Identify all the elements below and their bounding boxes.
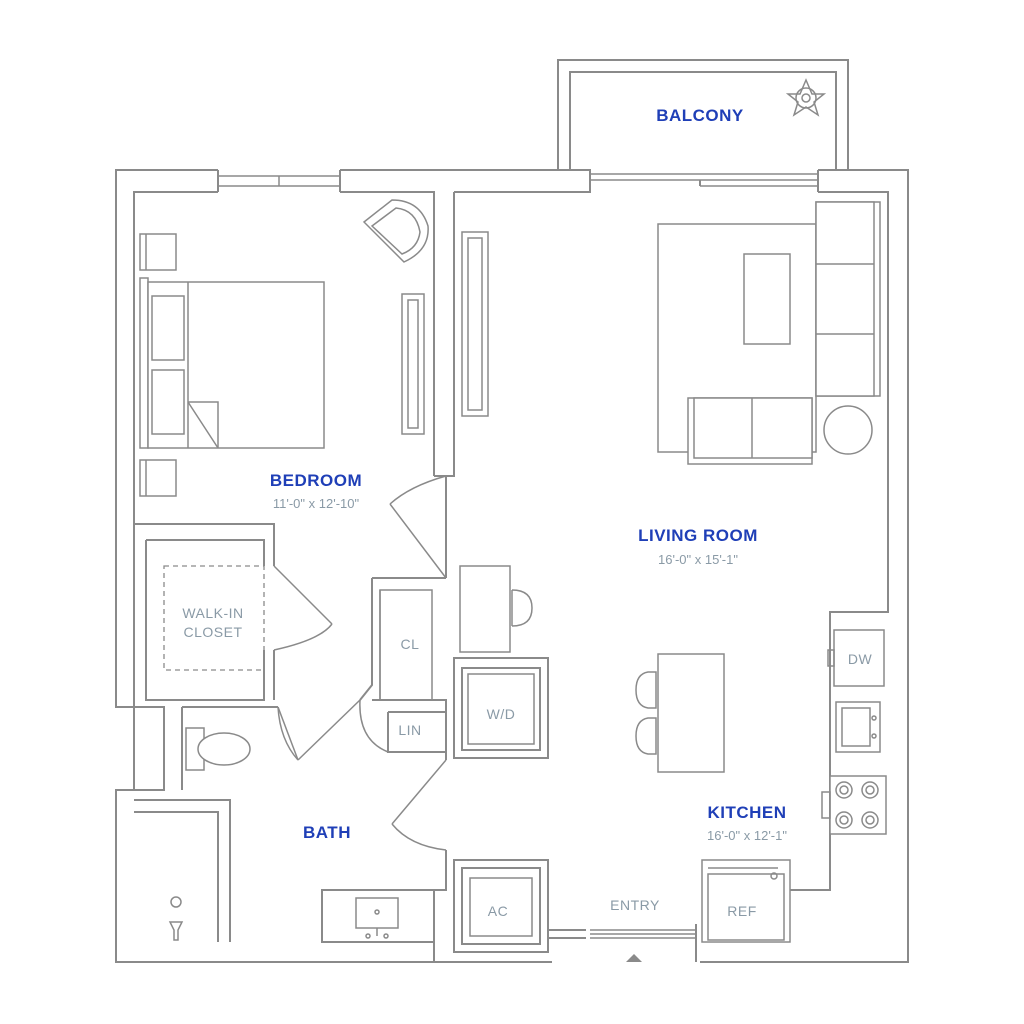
- sofa: [815, 201, 881, 397]
- nightstands: [139, 233, 177, 497]
- sink-icon: [835, 701, 881, 753]
- stove-icon: [821, 775, 887, 835]
- room-dims-living: 16'-0" x 15'-1": [658, 552, 738, 567]
- room-label-bath: BATH: [303, 823, 351, 842]
- doors: [273, 475, 447, 851]
- label-ac: AC: [488, 903, 508, 919]
- room-label-living: LIVING ROOM: [638, 526, 758, 545]
- label-walkin-line1: WALK-IN: [182, 605, 243, 621]
- closet-rod-outline: [163, 565, 265, 671]
- armchair-icon: [362, 199, 429, 263]
- room-label-balcony: BALCONY: [656, 106, 744, 125]
- vanity-sink-icon: [355, 897, 399, 939]
- label-walkin-line2: CLOSET: [183, 624, 242, 640]
- side-table: [823, 405, 873, 455]
- label-entry: ENTRY: [610, 897, 660, 913]
- label-closet: CL: [401, 636, 420, 652]
- refrigerator: [701, 859, 791, 943]
- exterior-walls: [115, 169, 909, 963]
- dresser: [401, 293, 425, 435]
- label-washer-dryer: W/D: [487, 706, 516, 722]
- tv-console: [461, 231, 489, 417]
- entry-arrow-icon: [626, 954, 642, 962]
- plant-icon: [785, 78, 827, 117]
- loveseat: [687, 397, 813, 465]
- kitchen-island: [657, 653, 725, 773]
- bed: [139, 277, 325, 449]
- toilet-icon: [185, 727, 251, 771]
- room-label-kitchen: KITCHEN: [707, 803, 786, 822]
- desk: [459, 565, 533, 653]
- room-label-bedroom: BEDROOM: [270, 471, 362, 490]
- coffee-table: [743, 253, 791, 345]
- dishwasher: [827, 629, 885, 687]
- shower-fixture-icon: [168, 896, 184, 941]
- label-dishwasher: DW: [848, 651, 873, 667]
- room-dims-bedroom: 11'-0" x 12'-10": [273, 496, 360, 511]
- label-refrigerator: REF: [727, 903, 757, 919]
- label-linen: LIN: [398, 722, 421, 738]
- interior-walls: [133, 192, 697, 962]
- balcony-outline: [557, 59, 849, 170]
- bar-stools: [635, 671, 657, 755]
- room-dims-kitchen: 16'-0" x 12'-1": [707, 828, 787, 843]
